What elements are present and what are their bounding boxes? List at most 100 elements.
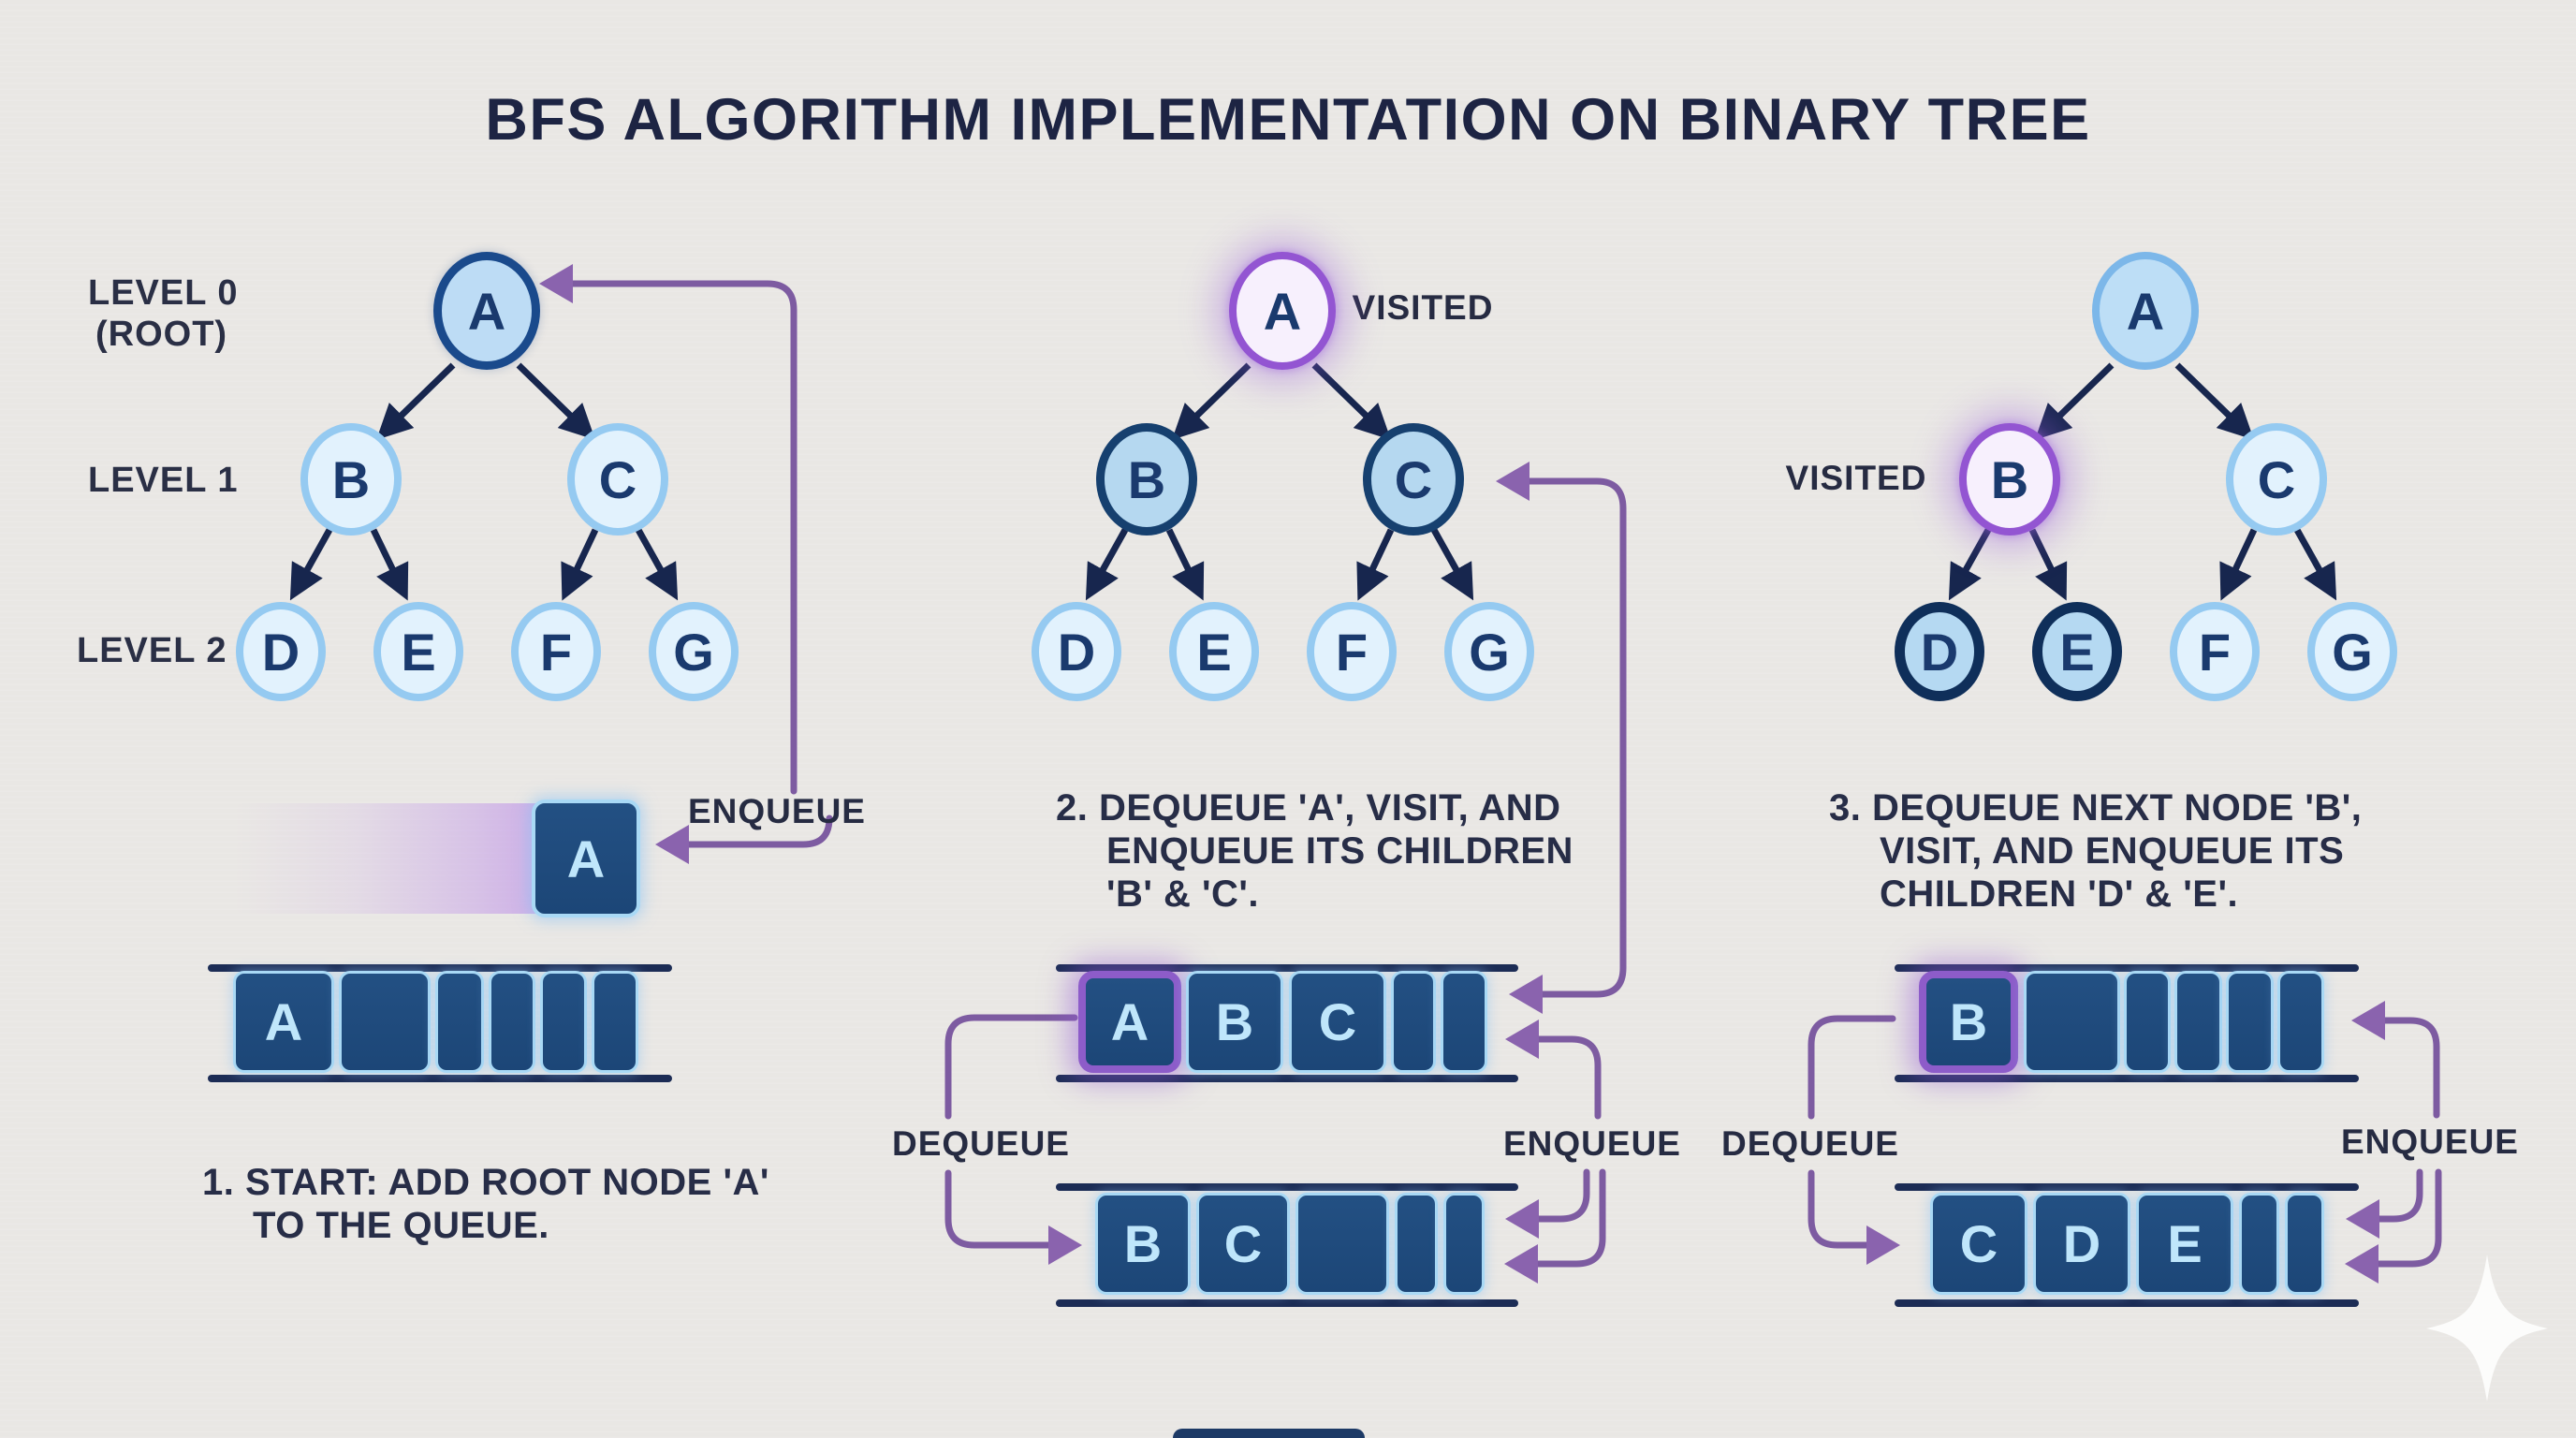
queue-rail: [208, 1075, 672, 1082]
arrowhead-mid-bottom-queue-2-icon: [1504, 1244, 1538, 1284]
tree-edge-arrow-icon: [1311, 362, 1392, 440]
tree-node-G: G: [1444, 602, 1534, 701]
enqueue-line-node-c-icon: [1526, 477, 1627, 998]
visited-label-middle: VISITED: [1352, 288, 1494, 327]
arrowhead-enqueue-left-icon: [655, 825, 689, 864]
queue-cell-C: C: [1930, 1193, 2027, 1295]
enqueue-line-bottom-queue-1-icon: [1533, 1168, 1590, 1223]
queue-cell-empty: [1395, 1193, 1438, 1295]
queue-rail: [1056, 1075, 1518, 1082]
tree-edge-arrow-icon: [1430, 528, 1474, 601]
tree-node-label: F: [2198, 622, 2232, 682]
tree-edge-arrow-icon: [289, 528, 333, 601]
tree-edge-arrow-icon: [2219, 528, 2258, 601]
tree-node-D: D: [1895, 602, 1984, 701]
arrowhead-right-bottom-queue-2-icon: [2345, 1244, 2378, 1284]
tree-node-label: G: [2332, 622, 2373, 682]
queue-rail: [1056, 964, 1518, 972]
tree-edge-arrow-icon: [1165, 528, 1205, 601]
queue-cell-C: C: [1289, 971, 1386, 1073]
tree-edge-arrow-icon: [1171, 362, 1251, 440]
tree-edge-arrow-icon: [2293, 528, 2337, 601]
queue-cell-label: B: [1215, 992, 1254, 1051]
tree-edge-arrow-icon: [1948, 528, 1992, 601]
tree-node-label: A: [1263, 281, 1302, 341]
queue-cell-label: B: [1123, 1214, 1163, 1273]
queue-rail: [1895, 1299, 2359, 1307]
tree-node-label: D: [1920, 622, 1959, 682]
tree-node-F: F: [2170, 602, 2260, 701]
queue-cell-empty: [1295, 1193, 1389, 1295]
queue-cell-A: A: [1078, 971, 1181, 1073]
tree-edge-arrow-icon: [635, 528, 679, 601]
queue-cell-empty: [2285, 1193, 2324, 1295]
enqueue-label-right: ENQUEUE: [2341, 1123, 2519, 1161]
tree-node-label: E: [1196, 622, 1232, 682]
tree-node-label: C: [2257, 449, 2296, 509]
queue-cell-empty: [2277, 971, 2324, 1073]
tree-node-label: B: [331, 449, 371, 509]
tree-node-F: F: [511, 602, 601, 701]
tree-edge-arrow-icon: [1085, 528, 1129, 601]
tree-node-label: E: [401, 622, 436, 682]
tree-edge-arrow-icon: [1356, 528, 1395, 601]
tree-edge-arrow-icon: [561, 528, 599, 601]
staging-cell-label: A: [566, 829, 606, 888]
tree-node-label: C: [598, 449, 637, 509]
tree-edge-arrow-icon: [2174, 362, 2255, 440]
dequeue-label-middle: DEQUEUE: [892, 1124, 1070, 1163]
tree-node-E: E: [373, 602, 463, 701]
queue-cell-empty: [1441, 971, 1487, 1073]
arrowhead-mid-bottom-queue-1-icon: [1505, 1199, 1539, 1239]
queue-rail: [1056, 1299, 1518, 1307]
tree-edge-arrow-icon: [370, 528, 409, 601]
queue-cell-empty: [2226, 971, 2274, 1073]
queue-cell-empty: [2024, 971, 2120, 1073]
queue-cell-C: C: [1196, 1193, 1290, 1295]
root-label: (ROOT): [95, 315, 228, 354]
staging-cell-a: A: [532, 800, 640, 917]
queue-cell-empty: [540, 971, 587, 1073]
enqueue-line-right-bottom-2-icon: [2373, 1168, 2442, 1268]
tree-edge-arrow-icon: [375, 362, 456, 440]
queue-cell-label: C: [1223, 1214, 1263, 1273]
tree-node-label: C: [1394, 449, 1433, 509]
tree-node-F: F: [1307, 602, 1397, 701]
tree-edge-arrow-icon: [2028, 528, 2068, 601]
queue-rail: [208, 964, 672, 972]
queue-cell-D: D: [2033, 1193, 2130, 1295]
tree-node-label: D: [261, 622, 300, 682]
tree-node-C: C: [1363, 423, 1464, 536]
queue-rail: [1895, 964, 2359, 972]
visited-label-right: VISITED: [1785, 459, 1927, 497]
enqueue-line-right-bottom-1-icon: [2374, 1168, 2423, 1223]
arrowhead-mid-top-queue-1-icon: [1509, 975, 1543, 1014]
queue-cell-empty: [1443, 1193, 1485, 1295]
arrowhead-right-dequeue-icon: [1866, 1225, 1900, 1265]
tree-node-D: D: [236, 602, 326, 701]
queue-cell-label: C: [1959, 1214, 1998, 1273]
arrowhead-right-bottom-queue-1-icon: [2346, 1199, 2379, 1239]
tree-node-label: B: [1990, 449, 2029, 509]
tree-node-G: G: [649, 602, 739, 701]
queue-cell-B: B: [1186, 971, 1283, 1073]
arrowhead-mid-dequeue-icon: [1048, 1225, 1082, 1265]
queue-cell-label: B: [1949, 992, 1988, 1051]
step-3-caption: 3. DEQUEUE NEXT NODE 'B', VISIT, AND ENQ…: [1829, 787, 2363, 915]
level-2-label: LEVEL 2: [77, 631, 227, 670]
tree-node-label: A: [467, 281, 506, 341]
tree-node-B: B: [300, 423, 402, 536]
step-2-caption: 2. DEQUEUE 'A', VISIT, AND ENQUEUE ITS C…: [1056, 787, 1573, 915]
queue-cell-label: C: [1318, 992, 1357, 1051]
tree-node-B: B: [1096, 423, 1197, 536]
enqueue-line-top-queue-icon: [1533, 1035, 1602, 1120]
queue-cell-empty: [1391, 971, 1436, 1073]
tree-node-A: A: [1229, 252, 1336, 370]
queue-cell-empty: [435, 971, 484, 1073]
tree-edge-arrow-icon: [516, 362, 596, 440]
dequeue-line-right-lower-icon: [1808, 1169, 1870, 1249]
queue-rail: [1895, 1183, 2359, 1191]
tree-node-label: G: [1469, 622, 1510, 682]
tree-node-D: D: [1032, 602, 1121, 701]
